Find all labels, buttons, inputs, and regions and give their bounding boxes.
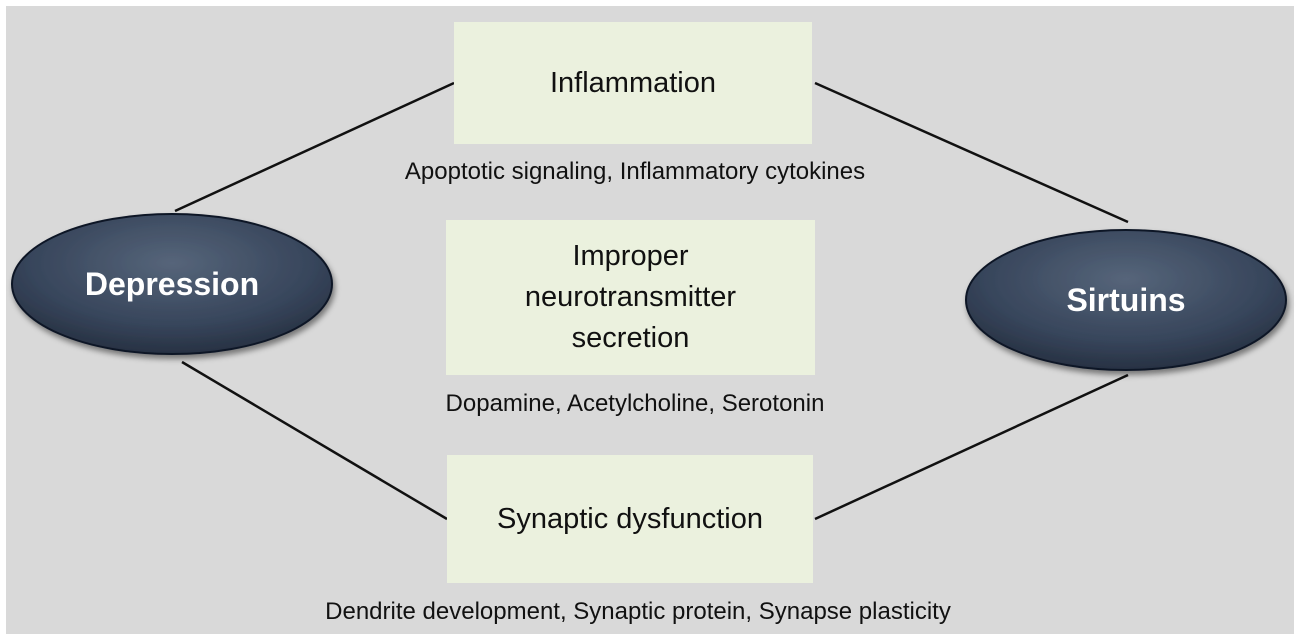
sirtuins-ellipse [965, 229, 1287, 371]
sirtuins-label: Sirtuins [1066, 281, 1186, 318]
connector-depression-synaptic [181, 360, 448, 521]
neurotransmitter-box: Improper neurotransmitter secretion [446, 220, 815, 375]
connector-depression-inflammation [174, 81, 455, 213]
connector-inflammation-sirtuins [814, 81, 1129, 224]
synaptic-caption: Dendrite development, Synaptic protein, … [325, 598, 951, 625]
depression-ellipse [11, 213, 333, 355]
synaptic-box: Synaptic dysfunction [447, 455, 813, 583]
neurotransmitter-title-line-3: secretion [571, 322, 690, 354]
inflammation-box: Inflammation [454, 22, 812, 144]
neurotransmitter-title-line-2: neurotransmitter [524, 281, 737, 313]
connector-synaptic-sirtuins [814, 373, 1129, 521]
depression-label: Depression [84, 265, 260, 302]
neurotransmitter-title-line-1: Improper [572, 240, 689, 272]
inflammation-title: Inflammation [549, 66, 716, 99]
synaptic-title: Synaptic dysfunction [497, 502, 763, 535]
neurotransmitter-caption: Dopamine, Acetylcholine, Serotonin [445, 390, 825, 417]
inflammation-caption: Apoptotic signaling, Inflammatory cytoki… [404, 158, 866, 185]
